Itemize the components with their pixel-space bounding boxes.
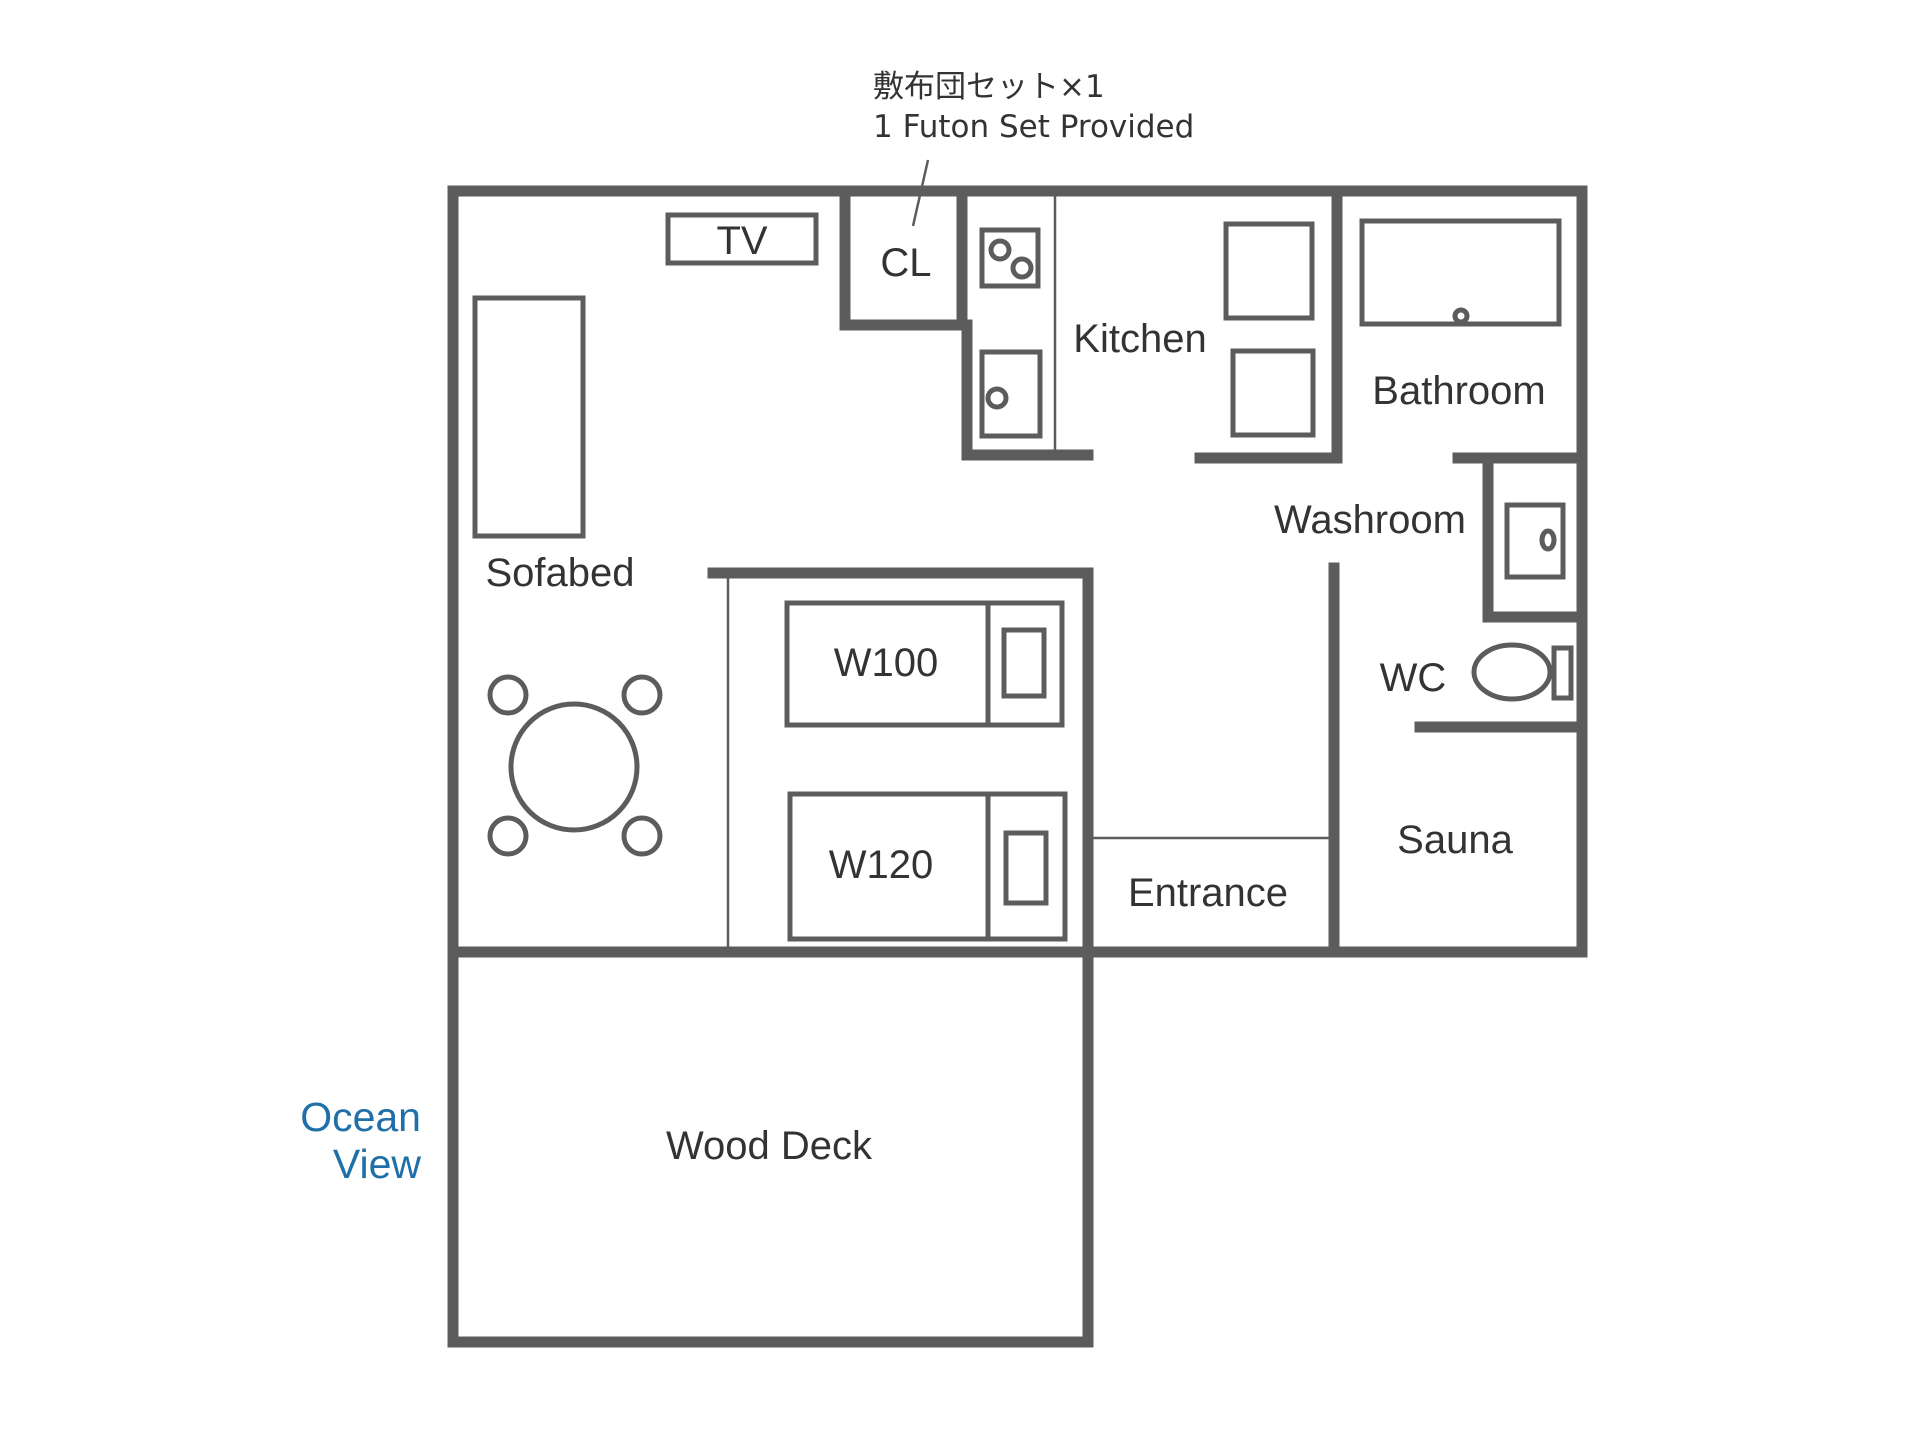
chair <box>487 674 529 716</box>
sink-drain-icon <box>985 386 1009 410</box>
toilet-tank <box>1551 645 1574 701</box>
burner-icon <box>988 238 1012 262</box>
tv-unit <box>665 212 819 266</box>
burner-icon <box>1010 256 1034 280</box>
toilet-bowl <box>1471 642 1553 702</box>
bathroom-label: Bathroom <box>1372 369 1545 413</box>
furniture <box>472 212 1574 942</box>
sofabed-label: Sofabed <box>485 551 634 595</box>
futon-note-jp: 敷布団セット×1 <box>873 69 1105 105</box>
kitchen-label: Kitchen <box>1073 317 1206 361</box>
sofabed-shape <box>472 295 586 539</box>
kitchen-counter-wall <box>961 319 1094 461</box>
pillow <box>1003 830 1049 906</box>
basin-drain-icon <box>1539 528 1557 552</box>
labels: 敷布団セット×1 1 Futon Set Provided TV CL Kitc… <box>300 69 1546 1187</box>
bedroom-wall <box>707 567 1094 953</box>
chair <box>621 674 663 716</box>
bathtub <box>1359 218 1562 327</box>
washroom-label: Washroom <box>1274 498 1466 542</box>
entrance-label: Entrance <box>1128 871 1288 915</box>
futon-leader-line <box>911 159 930 227</box>
futon-note-en: 1 Futon Set Provided <box>873 109 1194 145</box>
chair <box>621 815 663 857</box>
bathroom-left-wall <box>1194 185 1343 464</box>
main-outer-wall <box>447 185 1588 958</box>
closet-wall <box>839 185 968 331</box>
stove <box>979 227 1041 289</box>
pillow <box>1001 627 1047 699</box>
bed-w100-label: W100 <box>834 641 939 685</box>
interior-walls <box>707 185 1588 953</box>
kitchen-cabinet <box>1230 348 1316 438</box>
wood-deck-wall <box>447 946 1094 1348</box>
chair <box>487 815 529 857</box>
vanity-wall <box>1482 458 1583 623</box>
closet-label: CL <box>880 241 931 285</box>
tv-label: TV <box>716 219 767 263</box>
wc-label: WC <box>1380 656 1447 700</box>
ocean-view-label-line1: Ocean <box>300 1094 421 1140</box>
outer-walls <box>447 185 1588 1348</box>
bathtub-drain-icon <box>1452 307 1470 325</box>
dining-table <box>508 701 640 833</box>
refrigerator <box>1223 221 1315 321</box>
bed-w120-label: W120 <box>829 843 934 887</box>
wood-deck-label: Wood Deck <box>666 1124 873 1168</box>
sauna-label: Sauna <box>1397 818 1513 862</box>
ocean-view-label-line2: View <box>333 1141 422 1187</box>
